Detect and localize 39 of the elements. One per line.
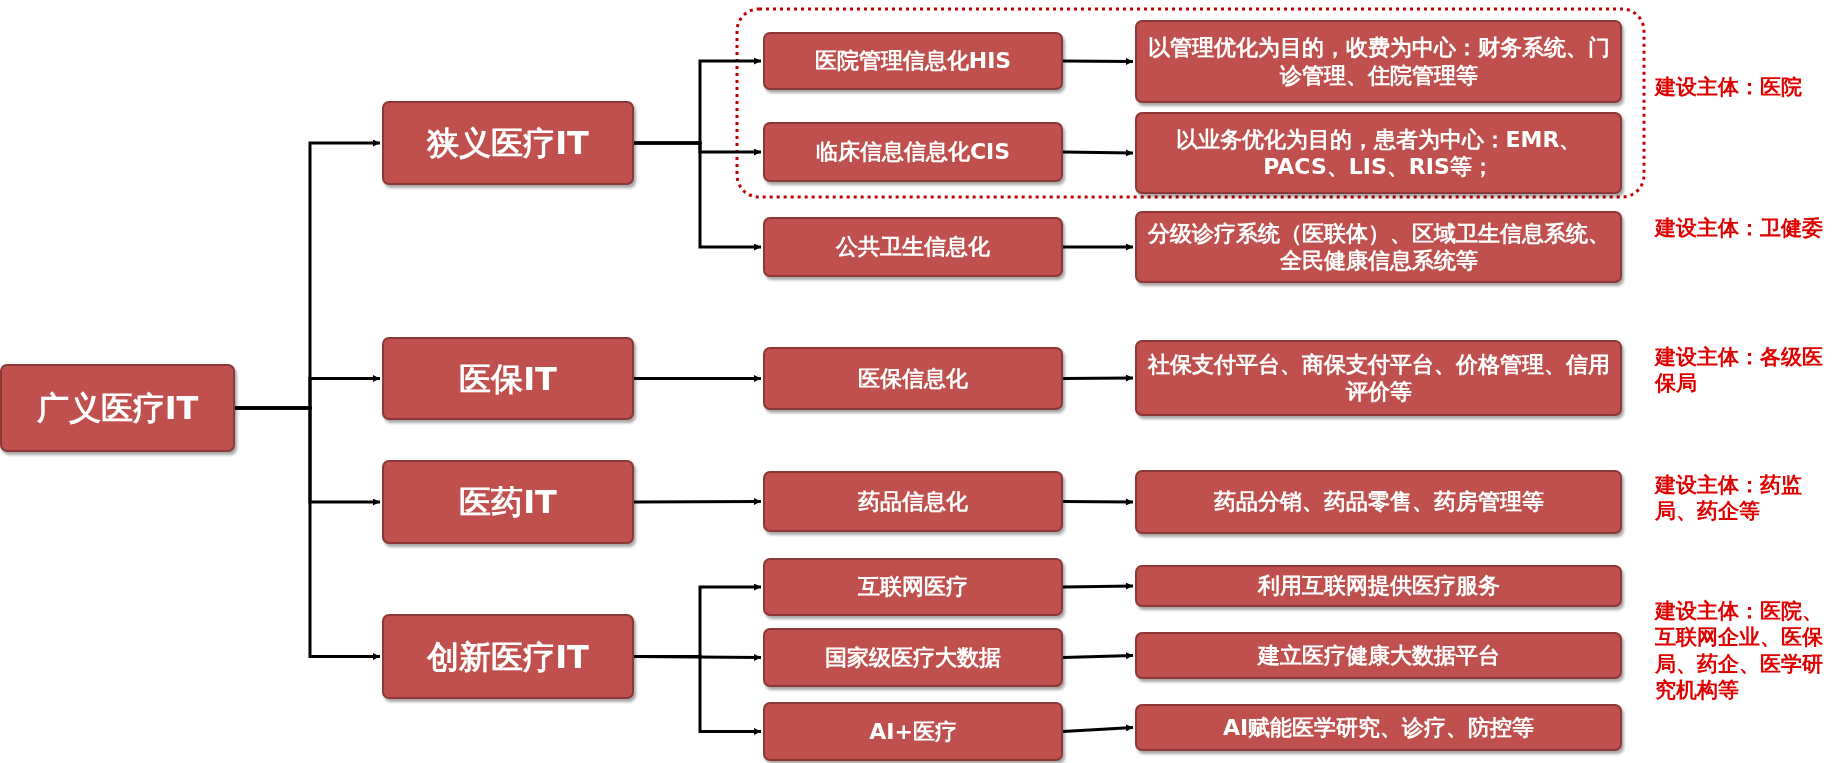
category-box: 药品信息化 <box>763 471 1063 532</box>
category-box: 社保支付平台、商保支付平台、价格管理、信用评价等 <box>1135 340 1622 416</box>
arrow <box>634 141 761 251</box>
category-box: 以业务优化为目的，患者为中心：EMR、PACS、LIS、RIS等； <box>1135 112 1622 194</box>
owner-note: 建设主体：医院 <box>1655 74 1803 101</box>
category-box: AI+医疗 <box>763 702 1063 761</box>
category-box: 公共卫生信息化 <box>763 217 1063 277</box>
owner-note: 建设主体：医院、互联网企业、医保局、药企、医学研究机构等 <box>1655 598 1824 703</box>
arrow <box>1063 243 1133 251</box>
category-box: 以管理优化为目的，收费为中心：财务系统、门诊管理、住院管理等 <box>1135 20 1622 103</box>
category-box: 临床信息信息化CIS <box>763 122 1063 182</box>
arrow <box>1062 724 1134 733</box>
arrow <box>1062 652 1134 660</box>
arrow <box>1062 582 1134 590</box>
category-box: 利用互联网提供医疗服务 <box>1135 565 1622 607</box>
arrow <box>1063 498 1133 506</box>
category-box: 建立医疗健康大数据平台 <box>1135 632 1622 679</box>
category-box: 狭义医疗IT <box>382 101 634 185</box>
arrow <box>634 498 761 506</box>
category-box: 医院管理信息化HIS <box>763 32 1063 90</box>
arrow <box>634 375 761 382</box>
arrow <box>1063 374 1133 382</box>
arrow <box>235 406 380 660</box>
category-box: 医药IT <box>382 460 634 544</box>
arrow <box>1063 57 1133 65</box>
category-box: 医保信息化 <box>763 347 1063 410</box>
category-box: AI赋能医学研究、诊疗、防控等 <box>1135 704 1622 751</box>
owner-note: 建设主体：药监局、药企等 <box>1655 472 1803 525</box>
category-box: 分级诊疗系统（医联体）、区域卫生信息系统、全民健康信息系统等 <box>1135 211 1622 283</box>
arrow <box>634 655 761 735</box>
root-box: 广义医疗IT <box>0 364 235 452</box>
category-box: 互联网医疗 <box>763 558 1063 616</box>
owner-note: 建设主体：各级医保局 <box>1655 344 1824 397</box>
category-box: 药品分销、药品零售、药房管理等 <box>1135 470 1622 534</box>
category-box: 医保IT <box>382 337 634 420</box>
arrow <box>1062 149 1134 157</box>
category-box: 创新医疗IT <box>382 614 634 699</box>
category-box: 国家级医疗大数据 <box>763 628 1063 687</box>
owner-note: 建设主体：卫健委 <box>1655 215 1824 242</box>
